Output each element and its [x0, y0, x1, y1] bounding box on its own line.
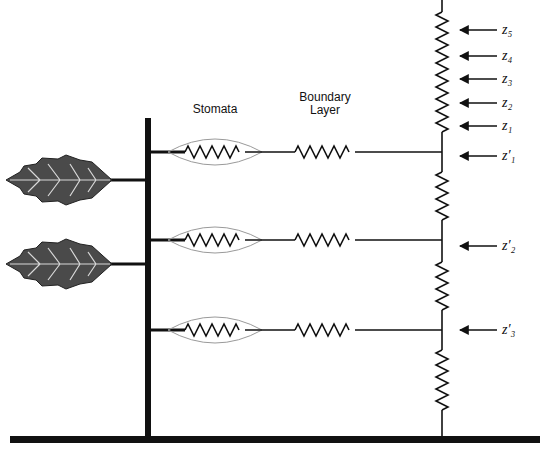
height-label: z′₁	[502, 148, 515, 163]
height-label: z′₃	[502, 322, 515, 337]
height-label: z₂	[502, 95, 512, 110]
ground-bar	[10, 436, 540, 443]
leaf	[6, 239, 148, 289]
height-label: z′₂	[502, 238, 515, 253]
height-label: z₃	[502, 71, 512, 86]
part-label: Stomata	[193, 103, 238, 116]
height-label: z₁	[502, 118, 512, 133]
height-label: z₄	[502, 48, 512, 63]
resistance-branch	[151, 227, 442, 253]
plant-stem	[145, 118, 151, 438]
leaf	[6, 155, 148, 205]
resistance-branch	[151, 317, 442, 343]
height-arrow	[460, 30, 497, 330]
height-label: z₅	[502, 22, 512, 37]
resistor-chain	[436, 0, 448, 436]
resistance-branch	[151, 139, 442, 165]
part-label: Boundary Layer	[290, 91, 360, 117]
